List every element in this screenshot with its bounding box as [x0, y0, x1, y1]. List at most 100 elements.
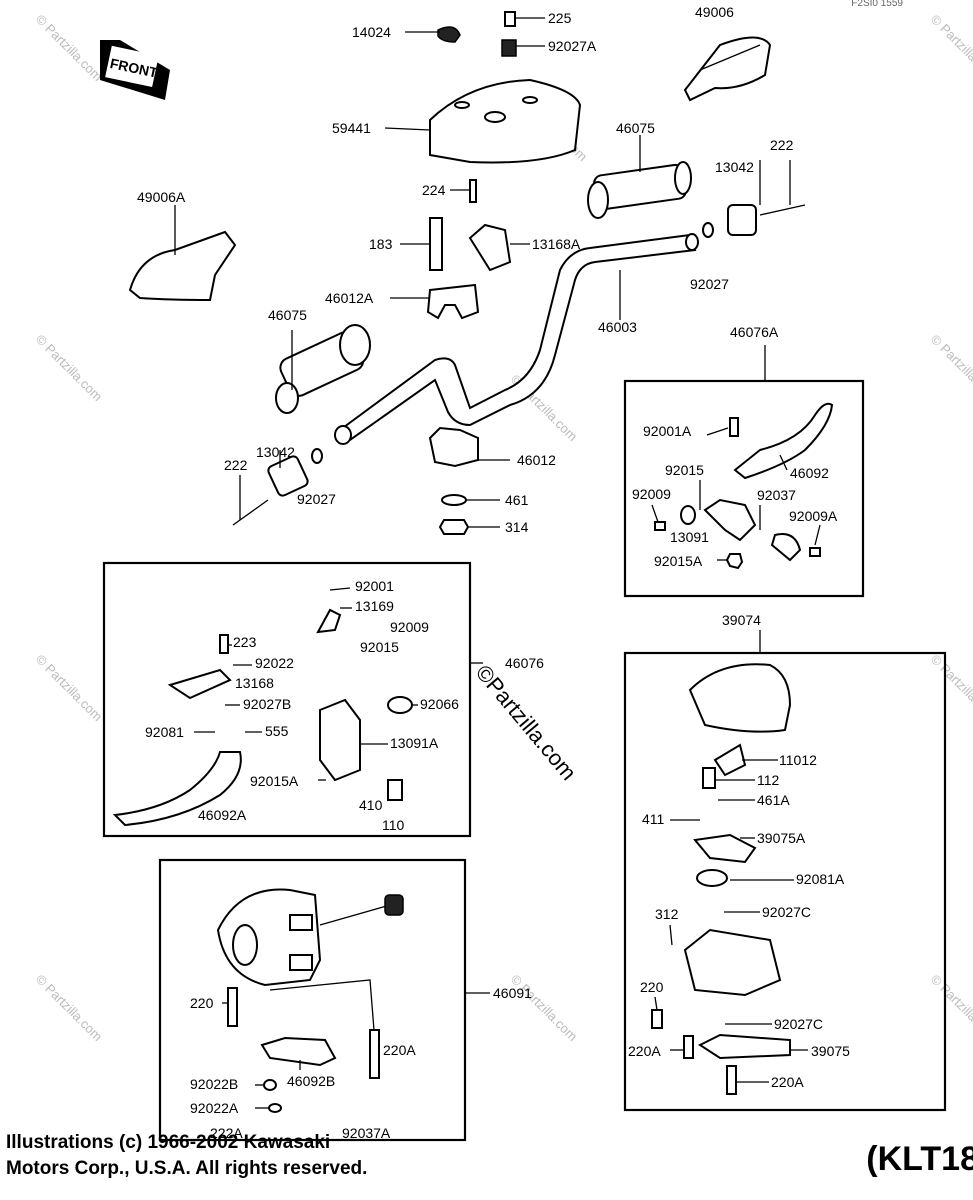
part-label: 59441	[332, 120, 371, 136]
watermark: © Partzilla.com	[508, 972, 581, 1045]
part-label: 92001A	[643, 423, 692, 439]
part-label: 46012A	[325, 290, 374, 306]
part-label: 92081A	[796, 871, 845, 887]
watermark: © Partzilla.com	[928, 12, 973, 85]
bolt-225	[504, 11, 516, 27]
copyright-line-1: Illustrations (c) 1966-2002 Kawasaki	[6, 1132, 331, 1153]
lever-46092B	[260, 1036, 337, 1067]
bolt-92001A	[729, 417, 739, 437]
part-label: 92009	[390, 619, 429, 635]
part-label: 92009A	[789, 508, 838, 524]
copyright-notice: Illustrations (c) 1966-2002 Kawasaki Mot…	[6, 1130, 367, 1182]
part-label: 92081	[145, 724, 184, 740]
switch-housing-46091	[216, 888, 404, 987]
bracket-13169	[316, 608, 342, 634]
part-label: 39075	[811, 1043, 850, 1059]
part-label: 112	[757, 772, 780, 788]
part-label: 39074	[722, 612, 761, 628]
handguard-49006	[683, 36, 772, 102]
watermark: © Partzilla.com	[928, 652, 973, 725]
bolt-222-right	[759, 204, 806, 216]
washer-92022A	[268, 1103, 282, 1113]
washer-92027-right	[702, 222, 714, 238]
switch-cover-39074	[688, 663, 792, 733]
bolt-220-right	[651, 1009, 663, 1029]
holder-13168A	[468, 223, 512, 272]
part-label: 13042	[256, 444, 295, 460]
part-label: 13042	[715, 159, 754, 175]
part-label: 46092	[790, 465, 829, 481]
watermark: © Partzilla.com	[33, 12, 106, 85]
part-label: 39075A	[757, 830, 806, 846]
ring-92081A	[696, 869, 728, 887]
part-label: 92027B	[243, 696, 291, 712]
lever-46092	[733, 402, 834, 480]
reference-code: F2SI0 1559	[851, 0, 903, 9]
clamp-46012A	[426, 283, 480, 320]
part-label: 92027	[297, 491, 336, 507]
part-label: 92027	[690, 276, 729, 292]
washer-461	[441, 494, 467, 506]
part-label: 92037	[757, 487, 796, 503]
box-46076	[102, 561, 472, 838]
part-label: 314	[505, 519, 529, 535]
part-label: 92015	[665, 462, 704, 478]
switch-housing	[683, 928, 782, 997]
part-label: 224	[422, 182, 446, 198]
watermark: © Partzilla.com	[928, 332, 973, 405]
part-label: 46092A	[198, 807, 247, 823]
part-label: 49006A	[137, 189, 186, 205]
part-label: 92015A	[250, 773, 299, 789]
part-label: 13168A	[532, 236, 581, 252]
part-label: 220A	[628, 1043, 661, 1059]
part-label: 410	[359, 797, 383, 813]
part-label: 46003	[598, 319, 637, 335]
bar-end-13042-right	[727, 204, 757, 236]
grip-46075-left	[275, 324, 371, 414]
part-label: 46076	[505, 655, 544, 671]
bracket-39075A	[693, 833, 757, 864]
collar-92027A	[501, 39, 517, 57]
bolt-112	[702, 767, 716, 789]
part-label: 13168	[235, 675, 274, 691]
bolt-220A-right	[683, 1035, 694, 1059]
holder-13091	[703, 498, 757, 542]
watermark: © Partzilla.com	[928, 972, 973, 1045]
part-label: 13169	[355, 598, 394, 614]
part-label: 92066	[420, 696, 459, 712]
part-label: 461	[505, 492, 529, 508]
lever-46092A	[112, 751, 242, 827]
part-label: 555	[265, 723, 289, 739]
handlebar-46003	[334, 233, 699, 445]
nut-314	[438, 519, 470, 535]
knob-14024	[437, 26, 461, 43]
front-indicator: FRONT	[100, 40, 170, 100]
part-label: 46012	[517, 452, 556, 468]
part-label: 11012	[779, 752, 817, 768]
watermark: © Partzilla.com	[33, 652, 106, 725]
grip-46075-right	[587, 161, 692, 219]
part-label: 110	[382, 817, 405, 833]
box-39074	[623, 651, 947, 1112]
washer-92022B	[263, 1079, 277, 1091]
part-label: 92015	[360, 639, 399, 655]
part-label: 225	[548, 10, 572, 26]
part-label: 92037A	[342, 1125, 391, 1141]
part-label: 220	[190, 995, 214, 1011]
holder-92037	[770, 533, 802, 562]
part-label: 220A	[771, 1074, 804, 1090]
holder-13091A	[319, 698, 361, 782]
part-label: 92022B	[190, 1076, 238, 1092]
part-label: 220	[640, 979, 664, 995]
box-46076A	[623, 379, 865, 598]
part-label: 312	[655, 906, 679, 922]
part-label: 92027C	[762, 904, 811, 920]
part-label: 46076A	[730, 324, 779, 340]
part-label: 49006	[695, 4, 734, 20]
part-label: 92015A	[654, 553, 703, 569]
bolt-223	[219, 634, 229, 654]
part-label: 222	[770, 137, 794, 153]
bolt-92009A	[809, 547, 821, 557]
part-label: 220A	[383, 1042, 416, 1058]
box-46091	[158, 858, 467, 1142]
